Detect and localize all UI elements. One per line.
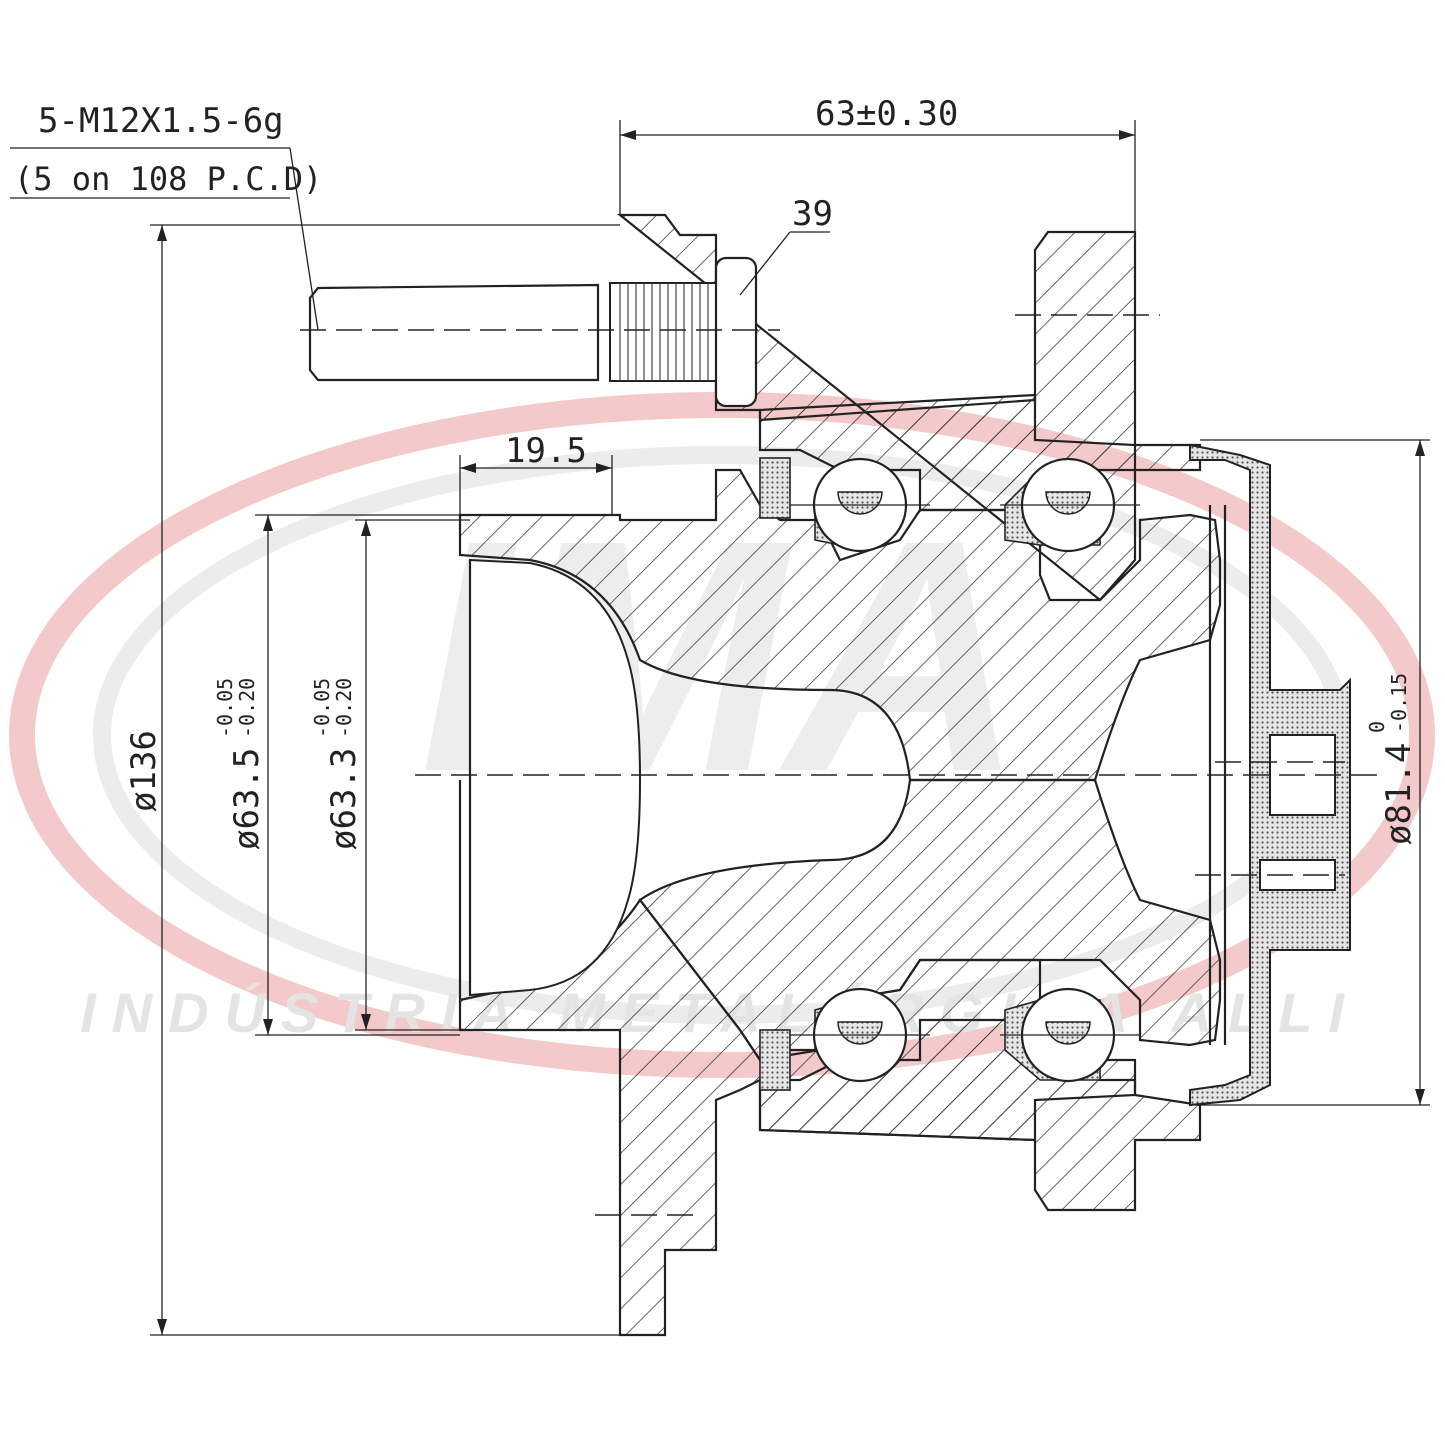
- bore-outer-label: ø63.5: [227, 748, 267, 850]
- bore-outer-tol-upper: -0.05: [213, 678, 237, 738]
- mount-tol-upper: 0: [1365, 721, 1389, 733]
- bore-opening: [469, 558, 642, 997]
- overall-width-label: 63±0.30: [815, 94, 958, 134]
- flange-offset-label: 19.5: [505, 431, 587, 471]
- bore-inner-tol-upper: -0.05: [310, 678, 334, 738]
- bearing-balls: [790, 457, 1140, 1083]
- bore-inner-label: ø63.3: [324, 748, 364, 850]
- bore-outer-tol-lower: -0.20: [235, 678, 259, 738]
- stud-length-label: 39: [792, 194, 833, 234]
- mount-diameter-label: ø81.4: [1379, 743, 1419, 845]
- stud-knurl: [609, 282, 721, 382]
- stud-shank: [308, 283, 600, 382]
- stud-pcd-label: (5 on 108 P.C.D): [14, 160, 322, 198]
- stud-head: [714, 256, 758, 408]
- dimension-labels: 5-M12X1.5-6g (5 on 108 P.C.D) 63±0.30 39…: [14, 94, 1419, 850]
- bore-inner-tol-lower: -0.20: [332, 678, 356, 738]
- hub-body-upper: [458, 213, 1222, 782]
- seal-upper-left: [759, 457, 791, 519]
- flange-diameter-label: ø136: [124, 730, 164, 812]
- seal-lower-left: [759, 1029, 791, 1091]
- spindle-lower: [638, 778, 1222, 1062]
- stud-thread-label: 5-M12X1.5-6g: [38, 101, 284, 141]
- mount-tol-lower: -0.15: [1387, 673, 1411, 733]
- wheel-stud: [300, 256, 780, 408]
- dimension-lines: [10, 120, 1430, 1336]
